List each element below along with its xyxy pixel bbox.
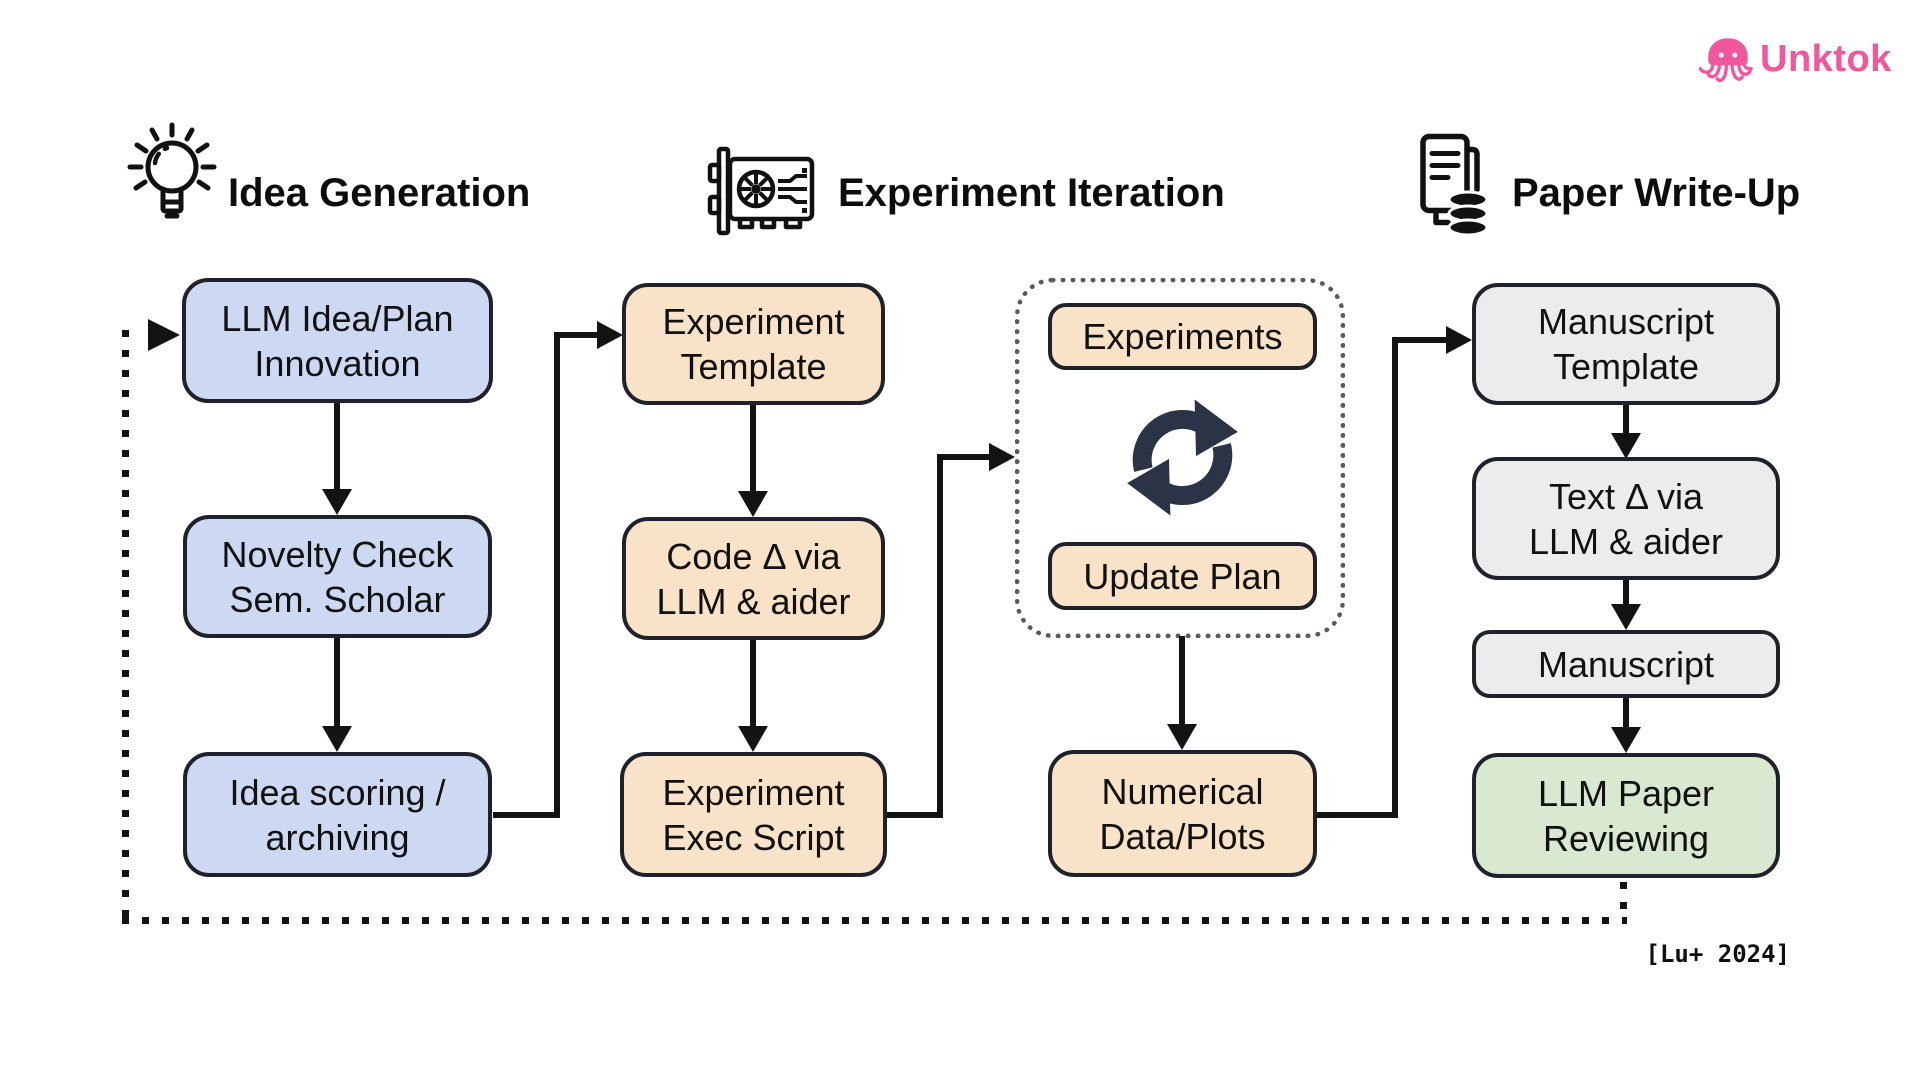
node-label: LLM Paper Reviewing [1537, 772, 1715, 859]
node-label: Experiment Template [662, 301, 845, 387]
feedback-arrowhead [148, 319, 180, 351]
connector-exec-to-loop [937, 454, 943, 818]
arrowhead-down [738, 491, 768, 517]
connector-numerical-to-manuscript [1392, 337, 1448, 343]
cycle-arrows-icon [1127, 399, 1238, 516]
feedback-dotted-line [1620, 882, 1627, 920]
connector-numerical-to-manuscript [1317, 812, 1395, 818]
arrowhead-right [597, 321, 623, 349]
connector-scoring-to-template [493, 812, 557, 818]
arrow-loop-to-numerical [1179, 636, 1185, 724]
node-manuscript: Manuscript [1472, 630, 1780, 698]
arrowhead-down [1611, 604, 1641, 630]
arrow-manuscript-template-to-text [1623, 405, 1629, 433]
arrow-code-to-exec [750, 640, 756, 726]
node-label: Idea scoring / archiving [229, 771, 446, 858]
node-label: Text Δ via LLM & aider [1528, 475, 1724, 562]
connector-exec-to-loop [887, 812, 940, 818]
arrow-template-to-code [750, 405, 756, 491]
node-label: Manuscript Template [1537, 301, 1715, 387]
arrowhead-down [1167, 724, 1197, 750]
node-numerical-data-plots: Numerical Data/Plots [1048, 750, 1317, 877]
feedback-dotted-line [122, 917, 1627, 924]
arrow-manuscript-to-reviewing [1623, 698, 1629, 727]
node-manuscript-template: Manuscript Template [1472, 283, 1780, 405]
node-experiment-template: Experiment Template [622, 283, 885, 405]
node-llm-paper-reviewing: LLM Paper Reviewing [1472, 753, 1780, 878]
section-title-experiment-iteration: Experiment Iteration [838, 171, 1225, 215]
citation: [Lu+ 2024] [1645, 940, 1791, 968]
experiment-loop-group [1015, 278, 1345, 638]
node-text-delta-llm-aider: Text Δ via LLM & aider [1472, 457, 1780, 580]
arrowhead-right [1446, 326, 1472, 354]
brand-name: Unktok [1760, 38, 1892, 80]
connector-numerical-to-manuscript [1392, 337, 1398, 818]
node-label: Update Plan [1083, 555, 1282, 597]
node-update-plan: Update Plan [1048, 542, 1317, 610]
octopus-head [1708, 38, 1748, 66]
connector-exec-to-loop [937, 454, 990, 460]
connector-scoring-to-template [554, 332, 598, 338]
node-label: LLM Idea/Plan Innovation [221, 297, 454, 384]
node-label: Code Δ via LLM & aider [656, 535, 851, 622]
node-idea-scoring-archiving: Idea scoring / archiving [183, 752, 492, 877]
node-label: Manuscript [1537, 643, 1715, 685]
arrowhead-down [1611, 433, 1641, 459]
node-label: Experiment Exec Script [662, 771, 845, 858]
node-code-delta-llm-aider: Code Δ via LLM & aider [622, 517, 885, 640]
arrowhead-down [738, 726, 768, 752]
node-experiment-exec-script: Experiment Exec Script [620, 752, 887, 877]
arrow-novelty-to-scoring [334, 638, 340, 726]
feedback-dotted-line [122, 330, 129, 920]
node-llm-idea-plan-innovation: LLM Idea/Plan Innovation [182, 278, 493, 403]
octopus-icon [1698, 38, 1753, 83]
node-label: Experiments [1082, 316, 1283, 357]
arrow-text-to-manuscript [1623, 580, 1629, 604]
node-novelty-check: Novelty Check Sem. Scholar [183, 515, 492, 638]
node-label: Novelty Check Sem. Scholar [221, 533, 454, 620]
arrowhead-right [989, 443, 1015, 471]
connector-scoring-to-template [554, 332, 560, 818]
arrowhead-down [322, 726, 352, 752]
arrowhead-down [1611, 727, 1641, 753]
gpu-icon [707, 146, 815, 236]
node-experiments: Experiments [1048, 303, 1317, 370]
lightbulb-icon [127, 122, 217, 219]
arrowhead-down [322, 489, 352, 515]
section-title-paper-write-up: Paper Write-Up [1512, 171, 1801, 215]
node-label: Numerical Data/Plots [1099, 770, 1266, 857]
paper-database-icon [1420, 133, 1489, 237]
section-title-idea-generation: Idea Generation [228, 171, 531, 215]
arrow-idea-to-novelty [334, 403, 340, 489]
